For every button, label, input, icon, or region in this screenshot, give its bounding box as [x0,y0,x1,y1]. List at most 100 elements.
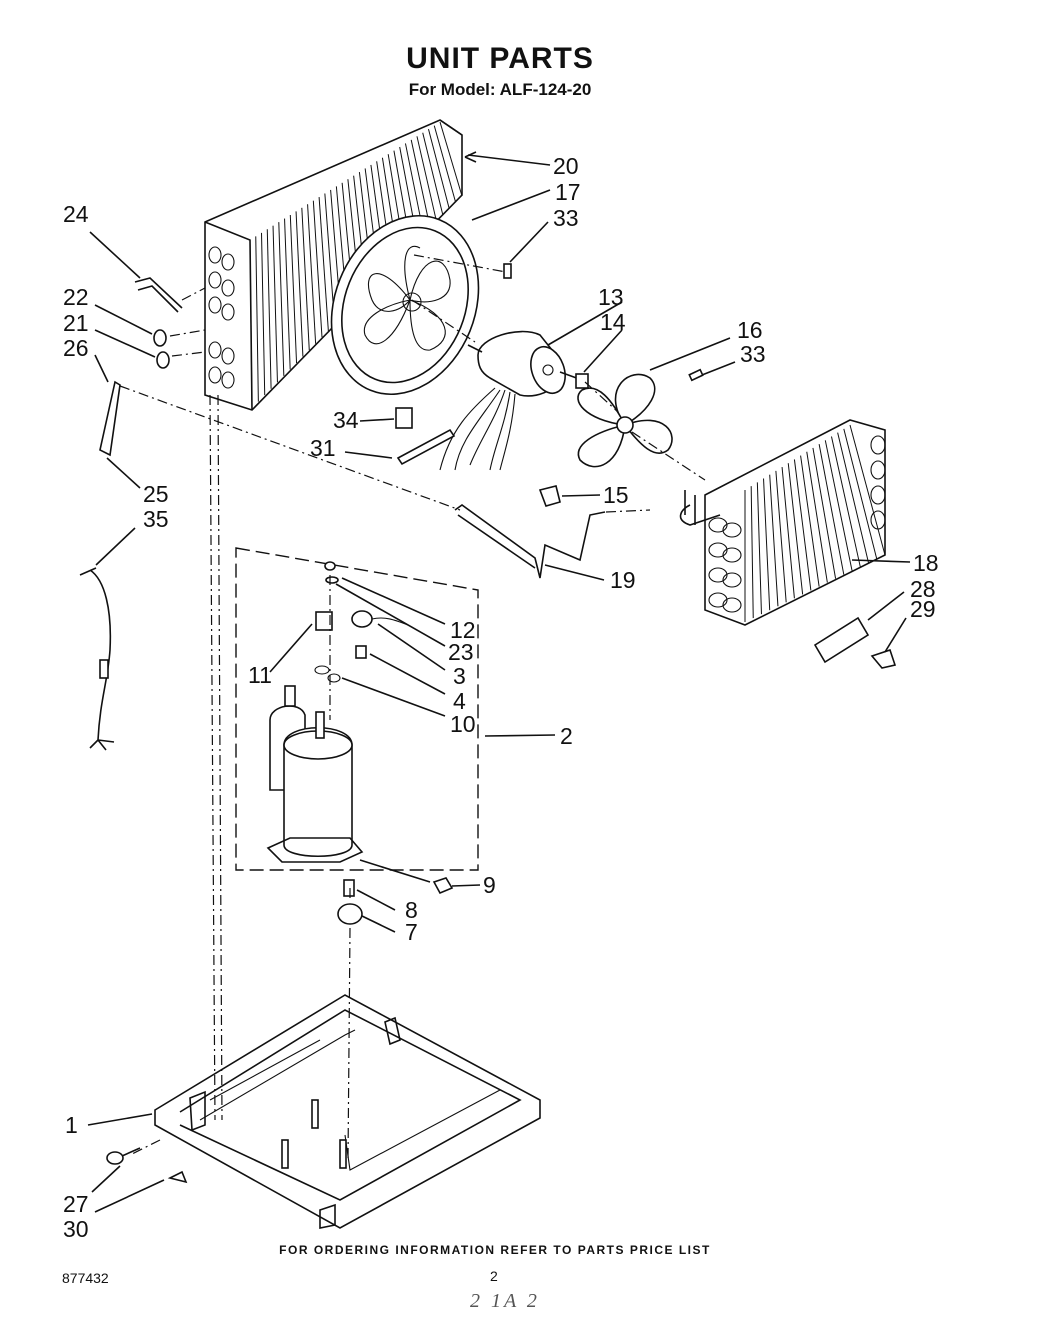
condenser-fin [422,132,444,216]
callout-11: 11 [248,662,272,688]
grommet-3 [355,645,367,659]
callout-10: 10 [450,711,476,737]
nut-9 [432,877,454,895]
fan-blade [577,373,673,468]
evaporator-fin [800,455,820,587]
condenser-coil [204,119,463,411]
ring-4 [314,665,330,675]
condenser-fin [272,225,278,383]
screw-27 [106,1147,141,1165]
grommet-7 [337,903,363,925]
evaporator-fin [750,486,754,619]
callout-30: 30 [63,1216,89,1242]
condenser-fin [318,197,329,331]
evaporator-fin [781,467,795,599]
callout-22: 22 [63,284,89,310]
tube-26 [99,380,121,457]
clip-30 [167,1170,188,1184]
callout-3: 3 [453,663,466,689]
evaporator-fin [849,424,886,556]
coupling-14 [575,373,589,389]
evaporator-fin [824,440,853,571]
condenser-fin [410,139,431,229]
condenser-fin [307,204,317,344]
callout-17: 17 [555,179,581,205]
condenser-fin [289,214,298,364]
leader-lines [87,151,911,1213]
condenser-fin [261,232,266,396]
harness-connector [99,659,109,679]
clip-34 [395,407,413,429]
callout-4: 4 [453,688,466,714]
evaporator-fin [830,436,861,567]
handwritten-stamp: 2 1A 2 [470,1290,540,1312]
condenser-fin [278,222,285,376]
ordering-footer: FOR ORDERING INFORMATION REFER TO PARTS … [279,1243,711,1257]
condenser-fin [439,121,463,197]
evaporator-fin [806,451,828,583]
page-number: 2 [490,1268,498,1284]
fan-motor [439,330,583,471]
callout-23: 23 [448,639,474,665]
callout-33-right: 33 [740,341,766,367]
model-subtitle: For Model: ALF-124-20 [408,80,592,99]
nut-12 [324,561,336,571]
callout-28: 28 [910,576,936,602]
evaporator-fin [763,478,771,611]
grommet-21 [156,351,170,369]
callout-26: 26 [63,335,89,361]
condenser-fin [312,200,323,338]
callout-16: 16 [737,317,763,343]
callout-15: 15 [603,482,629,508]
evaporator-fin [756,482,762,615]
evaporator-fin [837,432,870,563]
callout-2: 2 [560,723,573,749]
clip-15 [538,485,561,507]
compressor [266,685,364,863]
callout-31: 31 [310,435,336,461]
condenser-fin [266,229,272,389]
relay-11 [315,611,333,631]
condenser-fin [255,236,259,402]
evaporator-fin [818,444,845,575]
capillary-tube [454,504,606,579]
strap-31 [396,428,456,466]
callout-12: 12 [450,617,476,643]
condenser-fin [295,211,304,357]
callout-13: 13 [598,284,624,310]
callout-35: 35 [143,506,169,532]
evaporator-fin [775,470,787,603]
compressor-group-box [235,547,479,871]
callout-18: 18 [913,550,939,576]
callout-7: 7 [405,919,418,945]
callout-8: 8 [405,897,418,923]
callout-labels: 20 17 33 24 22 21 26 13 14 16 33 34 31 2… [63,153,939,1242]
callout-19: 19 [610,567,636,593]
evaporator-coil [679,419,886,626]
callout-20: 20 [553,153,579,179]
base-pan [154,994,541,1229]
evaporator-fin [769,474,779,607]
callout-34: 34 [333,407,359,433]
condenser-fin [284,218,291,370]
evaporator-fin [787,463,804,595]
overload-23 [351,610,409,628]
condenser-fin [433,125,457,203]
callout-33-top: 33 [553,205,579,231]
evaporator-fin [793,459,812,591]
grommet-22 [153,329,167,347]
document-number: 877432 [62,1270,109,1286]
callout-25: 25 [143,481,169,507]
assembly-lines [119,254,706,1161]
evaporator-fin [843,428,878,560]
screw-33b [688,368,704,382]
bracket-28 [813,616,870,664]
sleeve-8 [343,879,355,897]
callout-14: 14 [600,309,626,335]
page-title: UNIT PARTS [406,42,594,75]
callout-1: 1 [65,1112,78,1138]
tube-24 [134,277,183,313]
washer-23 [325,576,339,584]
callout-21: 21 [63,310,89,336]
callout-24: 24 [63,201,89,227]
